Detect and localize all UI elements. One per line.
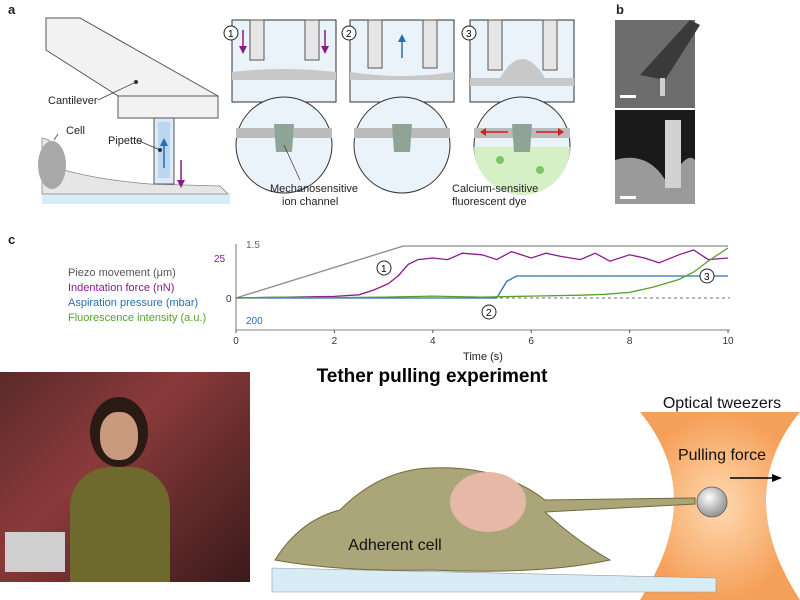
marker-3: 3: [699, 268, 715, 284]
step-2: 2: [341, 19, 455, 103]
panel-c-letter: c: [8, 232, 15, 247]
pulling-force-label: Pulling force: [678, 447, 766, 464]
cell-nucleus-bottom: [450, 472, 526, 532]
series-line-4: [235, 247, 729, 299]
step-2-number: 2: [346, 29, 352, 40]
pipette-label: Pipette: [108, 135, 142, 147]
x-tick-label: 10: [722, 336, 734, 347]
x-tick-label: 8: [627, 336, 633, 347]
series-line-1: [235, 245, 728, 299]
marker-2: 2: [481, 304, 497, 320]
step-1: 1: [223, 19, 337, 103]
panel-c-legend: Piezo movement (μm) Indentation force (n…: [68, 266, 206, 326]
x-tick-label: 0: [233, 336, 239, 347]
cell-label: Cell: [66, 125, 85, 137]
legend-fluorescence: Fluorescence intensity (a.u.): [68, 312, 207, 324]
series-line-3: [236, 275, 728, 299]
x-axis-label: Time (s): [463, 351, 503, 363]
step-3-number: 3: [466, 29, 472, 40]
ytick-piezo: 1.5: [246, 240, 260, 251]
x-tick-label: 6: [528, 336, 534, 347]
panel-b-letter: b: [616, 2, 624, 17]
step-1-number: 1: [228, 29, 234, 40]
x-tick-label: 2: [332, 336, 338, 347]
zoom-circle-2: [353, 96, 451, 194]
panel-a-letter: a: [8, 2, 16, 17]
marker-1: 1: [376, 260, 392, 276]
optical-tweezers-label: Optical tweezers: [663, 395, 781, 412]
tether-title: Tether pulling experiment: [317, 366, 549, 387]
trapped-bead: [696, 486, 728, 518]
zoom-circle-3: [473, 96, 571, 195]
x-tick-label: 4: [430, 336, 436, 347]
svg-text:3: 3: [704, 272, 710, 283]
series-line-2: [235, 249, 729, 299]
ytick-force: 25: [214, 254, 226, 265]
ytick-pressure: 200: [246, 316, 263, 327]
legend-force: Indentation force (nN): [68, 282, 175, 294]
step-3: 3: [461, 19, 575, 103]
svg-text:2: 2: [486, 308, 492, 319]
svg-text:1: 1: [381, 264, 387, 275]
cell-nucleus: [38, 141, 66, 189]
substrate: [42, 194, 230, 204]
legend-pressure: Aspiration pressure (mbar): [68, 297, 199, 309]
ytick-zero: 0: [226, 294, 232, 305]
portrait-photo: [0, 372, 250, 582]
adherent-cell-label: Adherent cell: [348, 537, 441, 554]
legend-piezo: Piezo movement (μm): [68, 267, 176, 279]
cantilever-label: Cantilever: [48, 95, 98, 107]
